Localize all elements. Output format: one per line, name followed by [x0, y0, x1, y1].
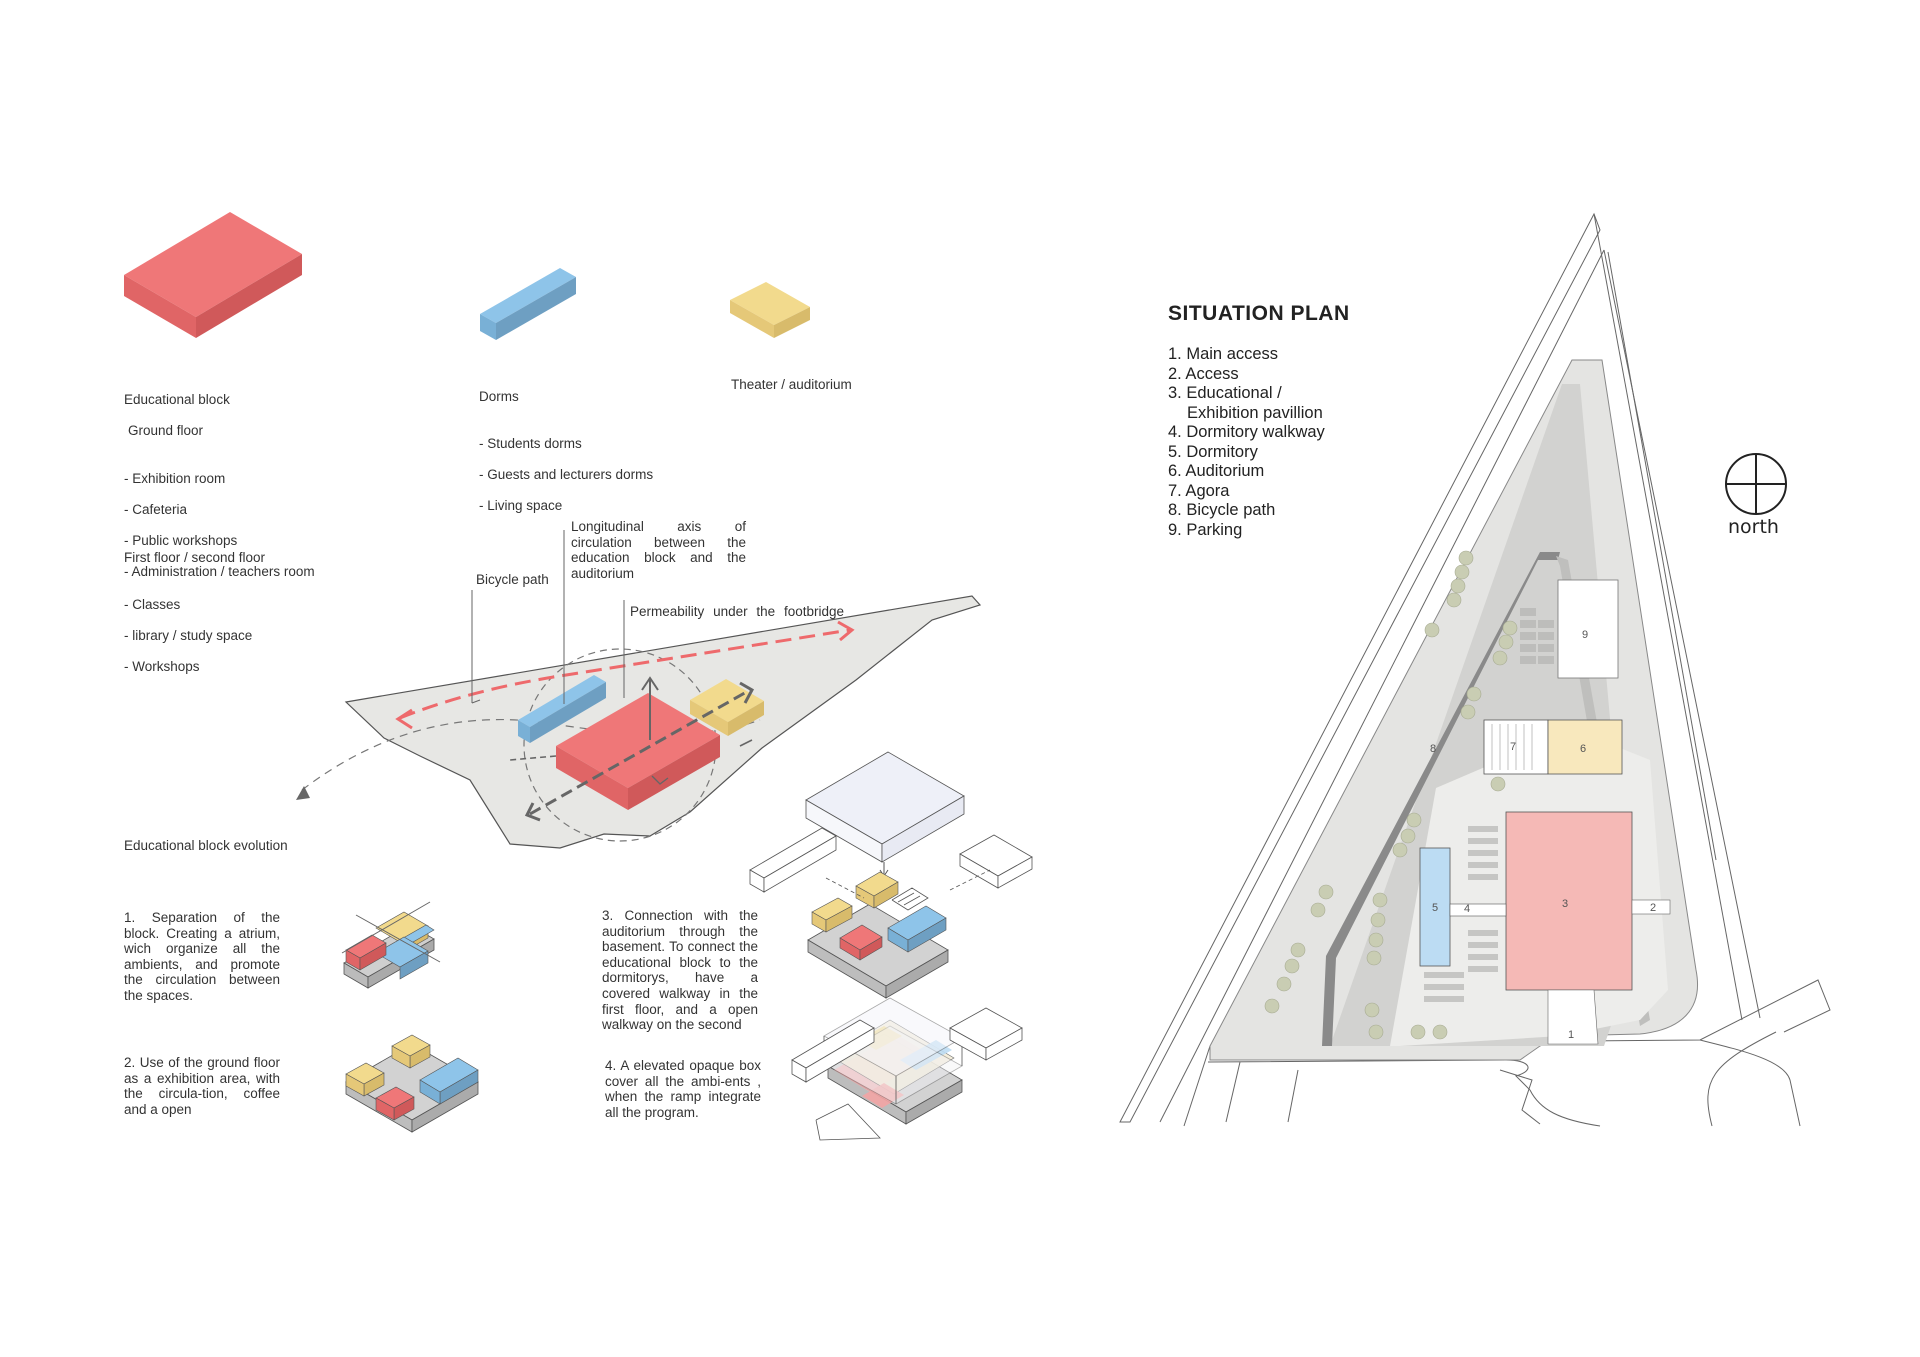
theater-legend-icon [730, 282, 810, 338]
map-label-6: 6 [1580, 743, 1586, 755]
evolution-step-4: 4. A elevated opaque box cover all the a… [605, 1058, 761, 1120]
map-label-7: 7 [1510, 741, 1516, 753]
map-label-8: 8 [1430, 743, 1436, 755]
map-label-3: 3 [1562, 898, 1568, 910]
legend-item: 4. Dormitory walkway [1168, 423, 1325, 443]
map-label-1: 1 [1568, 1029, 1574, 1041]
evolution-step-3-diagram [750, 752, 1032, 998]
situation-plan-legend: 1. Main access 2. Access 3. Educational … [1168, 345, 1325, 540]
first-floor-heading: First floor / second floor [124, 550, 265, 566]
bicycle-path-label: Bicycle path [476, 572, 549, 588]
legend-item: 5. Dormitory [1168, 443, 1325, 463]
list-item: - Students dorms [479, 436, 653, 452]
educational-pavilion [1506, 812, 1632, 990]
legend-item: 6. Auditorium [1168, 462, 1325, 482]
evolution-step-2: 2. Use of the ground floor as a exhibiti… [124, 1055, 280, 1117]
legend-item: 9. Parking [1168, 521, 1325, 541]
evolution-step-4-diagram [792, 998, 1022, 1140]
situation-plan-title: SITUATION PLAN [1168, 302, 1350, 326]
list-item: - Administration / teachers room [124, 564, 315, 580]
legend-item: 3. Educational / [1168, 384, 1325, 404]
dorms-list: - Students dorms - Guests and lecturers … [479, 420, 653, 529]
list-item: - library / study space [124, 628, 252, 644]
map-label-5: 5 [1432, 902, 1438, 914]
evolution-step-1-diagram [342, 902, 440, 988]
ground-floor-heading: Ground floor [128, 423, 203, 439]
longitudinal-axis-label: Longitudinal axis of circulation between… [571, 519, 746, 581]
north-label: north [1728, 516, 1779, 538]
dorms-title: Dorms [479, 389, 519, 405]
dorms-legend-icon [480, 268, 576, 340]
list-item: - Cafeteria [124, 502, 315, 518]
ground-floor-list: - Exhibition room - Cafeteria - Public w… [124, 455, 315, 595]
list-item: - Workshops [124, 659, 252, 675]
educational-block-legend-icon [124, 212, 302, 338]
map-label-4: 4 [1464, 903, 1470, 915]
legend-item: Exhibition pavillion [1168, 404, 1325, 424]
first-floor-list: - Classes - library / study space - Work… [124, 581, 252, 690]
evolution-title: Educational block evolution [124, 838, 288, 854]
legend-item: 8. Bicycle path [1168, 501, 1325, 521]
map-label-9: 9 [1582, 629, 1588, 641]
legend-item: 7. Agora [1168, 482, 1325, 502]
evolution-step-1: 1. Separation of the block. Creating a a… [124, 910, 280, 1004]
north-arrow-icon [1726, 454, 1786, 514]
theater-title: Theater / auditorium [731, 377, 852, 393]
legend-item: 1. Main access [1168, 345, 1325, 365]
list-item: - Living space [479, 498, 653, 514]
dormitory-walkway [1450, 904, 1506, 916]
permeability-label: Permeability under the footbridge [630, 604, 844, 620]
list-item: - Exhibition room [124, 471, 315, 487]
evolution-step-2-diagram [346, 1035, 478, 1132]
map-label-2: 2 [1650, 902, 1656, 914]
evolution-step-3: 3. Connection with the auditorium throug… [602, 908, 758, 1033]
list-item: - Public workshops [124, 533, 315, 549]
legend-item: 2. Access [1168, 365, 1325, 385]
educational-block-title: Educational block [124, 392, 230, 408]
list-item: - Classes [124, 597, 252, 613]
list-item: - Guests and lecturers dorms [479, 467, 653, 483]
